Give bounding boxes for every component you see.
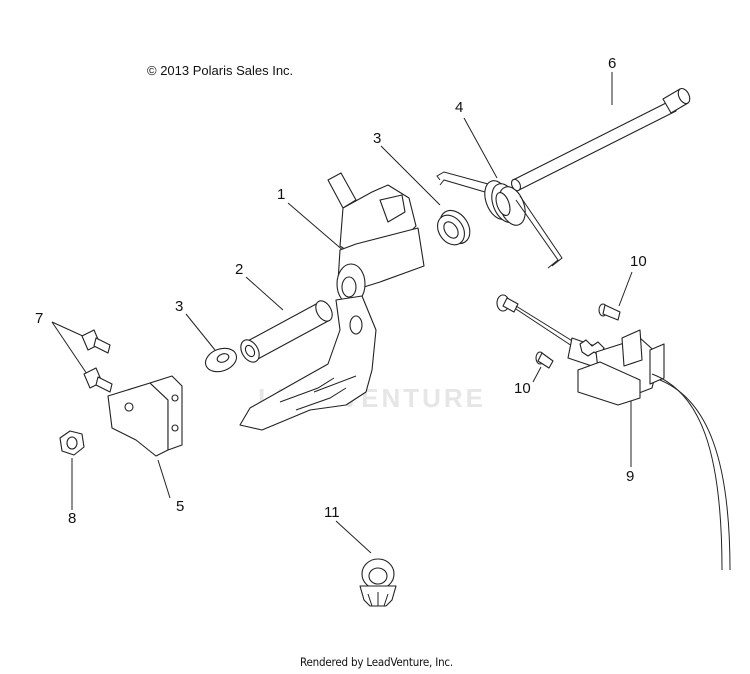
part-3-bushing-upper — [437, 209, 471, 246]
callout-3-lower: 3 — [175, 298, 184, 315]
part-6-bolt — [510, 87, 691, 192]
part-4-spring — [436, 171, 563, 269]
footer-text: Rendered by LeadVenture, Inc. — [300, 655, 454, 669]
part-7-bolts — [81, 329, 113, 393]
part-10-screws — [535, 303, 621, 369]
part-11-clip — [359, 558, 397, 607]
callout-10-lower: 10 — [514, 380, 531, 397]
part-3-washer-lower — [204, 347, 238, 373]
callout-1: 1 — [277, 186, 286, 203]
part-2-tube — [240, 300, 333, 363]
callout-4: 4 — [455, 99, 464, 116]
callout-10-upper: 10 — [630, 253, 647, 270]
callout-8: 8 — [68, 510, 77, 527]
leader-lines — [51, 72, 633, 554]
copyright-text: © 2013 Polaris Sales Inc. — [147, 63, 294, 78]
callout-5: 5 — [176, 498, 185, 515]
callout-9: 9 — [626, 468, 635, 485]
callout-3-upper: 3 — [373, 130, 382, 147]
callout-2: 2 — [235, 261, 244, 278]
part-8-nut — [59, 430, 85, 456]
callout-7: 7 — [35, 310, 44, 327]
part-5-bracket — [107, 375, 183, 457]
callout-11: 11 — [324, 504, 340, 521]
part-1-pedal — [239, 172, 425, 431]
callout-6: 6 — [608, 55, 617, 72]
part-9-cable — [496, 294, 731, 571]
